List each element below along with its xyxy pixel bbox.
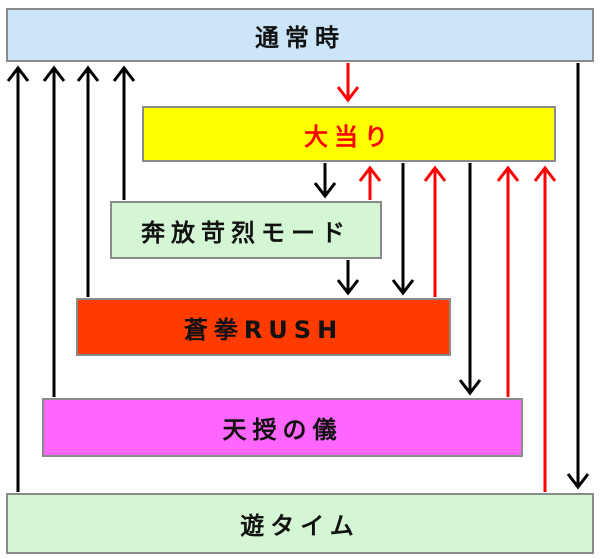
- arrow-jackpot-to-souken-rush: [391, 163, 415, 296]
- arrow-tenju-no-gi-to-normal: [42, 65, 66, 397]
- arrow-yuu-time-to-jackpot: [533, 165, 557, 492]
- arrow-honpo-mode-to-jackpot-head: [358, 165, 382, 182]
- arrow-honpo-mode-to-jackpot: [358, 165, 382, 200]
- arrow-honpo-mode-to-normal: [112, 65, 136, 200]
- arrow-souken-rush-to-jackpot: [423, 165, 447, 297]
- arrow-yuu-time-to-jackpot-head: [533, 165, 557, 182]
- arrow-jackpot-to-souken-rush-head: [391, 279, 415, 296]
- arrow-honpo-mode-to-normal-head: [112, 65, 136, 82]
- state-honpo-mode-label: 奔放苛烈モード: [141, 218, 351, 247]
- state-souken-rush: 蒼拳RUSH: [76, 298, 451, 356]
- state-yuu-time: 遊タイム: [6, 493, 594, 554]
- state-honpo-mode: 奔放苛烈モード: [110, 201, 382, 259]
- state-tenju-no-gi-label: 天授の儀: [222, 416, 343, 444]
- arrow-tenju-no-gi-to-normal-head: [42, 65, 66, 82]
- arrow-jackpot-to-tenju-no-gi-head: [458, 379, 482, 396]
- state-normal: 通常時: [6, 8, 594, 62]
- arrow-souken-rush-to-jackpot-head: [423, 165, 447, 182]
- state-jackpot-label: 大当り: [304, 122, 394, 151]
- arrow-normal-to-jackpot-head: [336, 86, 360, 103]
- arrow-tenju-no-gi-to-jackpot: [496, 165, 520, 397]
- arrow-normal-to-jackpot: [336, 63, 360, 103]
- arrow-yuu-time-to-normal: [6, 65, 30, 492]
- arrow-tenju-no-gi-to-jackpot-head: [496, 165, 520, 182]
- arrow-souken-rush-to-normal: [76, 65, 100, 297]
- state-jackpot: 大当り: [142, 106, 556, 162]
- arrow-jackpot-to-tenju-no-gi: [458, 163, 482, 396]
- arrow-yuu-time-to-normal-head: [6, 65, 30, 82]
- arrow-normal-to-yuu-time: [566, 63, 590, 490]
- arrow-jackpot-to-honpo-mode-head: [313, 182, 337, 199]
- arrow-jackpot-to-honpo-mode: [313, 163, 337, 199]
- arrow-normal-to-yuu-time-head: [566, 473, 590, 490]
- state-tenju-no-gi: 天授の儀: [42, 398, 523, 457]
- state-yuu-time-label: 遊タイム: [240, 512, 360, 540]
- state-normal-label: 通常時: [255, 23, 345, 52]
- arrow-souken-rush-to-normal-head: [76, 65, 100, 82]
- state-souken-rush-label: 蒼拳RUSH: [183, 315, 344, 344]
- arrow-honpo-mode-to-souken-rush-head: [336, 279, 360, 296]
- arrow-honpo-mode-to-souken-rush: [336, 260, 360, 296]
